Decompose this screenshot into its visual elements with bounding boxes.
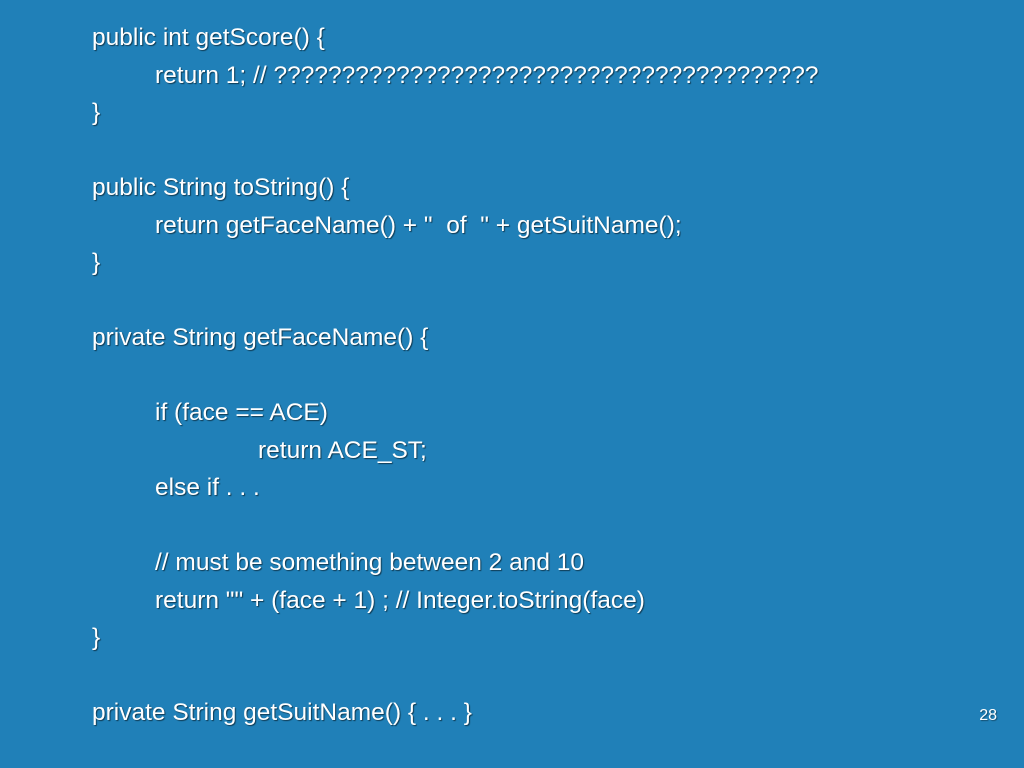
code-line-16: return "" + (face + 1) ; // Integer.toSt… (155, 586, 645, 614)
code-line-17: } (92, 624, 101, 651)
code-line-5: public String toString() { (92, 174, 350, 201)
code-line-3: } (92, 99, 101, 126)
code-line-14 (92, 507, 819, 545)
code-block: public int getScore() { return 1; // ???… (92, 19, 819, 732)
code-line-18 (92, 657, 819, 695)
code-line-8 (92, 282, 819, 320)
code-line-15: // must be something between 2 and 10 (155, 549, 585, 576)
code-line-2: return 1; // ???????????????????????????… (155, 61, 819, 89)
code-line-11: if (face == ACE) (155, 399, 328, 426)
slide-number: 28 (979, 707, 997, 724)
code-line-1: public int getScore() { (92, 24, 325, 51)
code-line-10 (92, 357, 819, 395)
code-line-13: else if . . . (155, 474, 260, 501)
code-line-9: private String getFaceName() { (92, 324, 429, 351)
code-line-19: private String getSuitName() { . . . } (92, 699, 472, 726)
code-line-7: } (92, 249, 101, 276)
code-line-12: return ACE_ST; (258, 436, 427, 464)
code-line-4 (92, 132, 819, 170)
code-line-6: return getFaceName() + " of " + getSuitN… (155, 211, 682, 239)
